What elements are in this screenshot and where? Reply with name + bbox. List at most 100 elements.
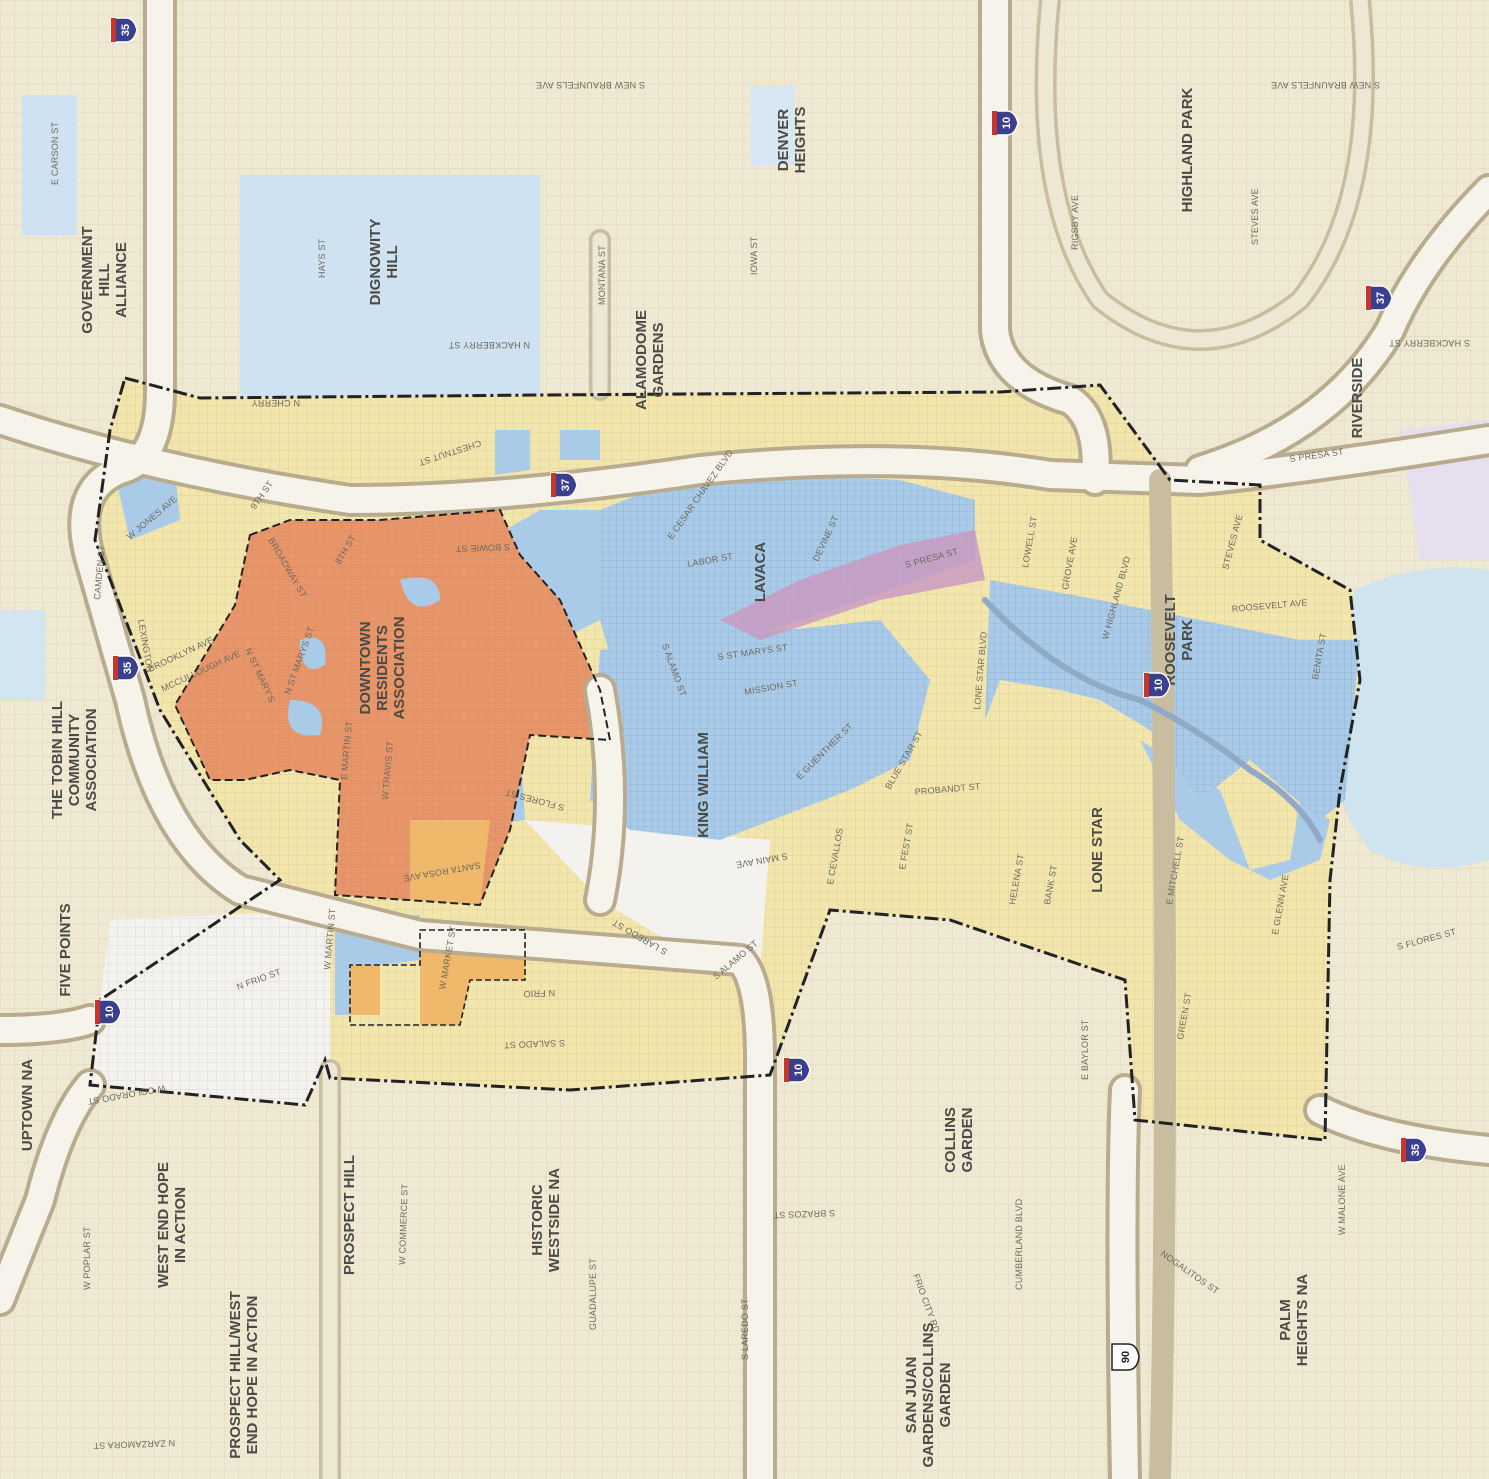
neighborhood-label: COLLINSGARDEN — [942, 1107, 976, 1173]
neighborhood-label: PROSPECT HILL/WESTEND HOPE IN ACTION — [227, 1291, 261, 1459]
svg-text:PALMHEIGHTS NA: PALMHEIGHTS NA — [1277, 1274, 1311, 1367]
neighborhood-label: RIVERSIDE — [1349, 358, 1366, 439]
neighborhood-label: ROOSEVELTPARK — [1162, 594, 1196, 685]
interstate-shield-icon: 35 — [110, 17, 138, 43]
svg-text:35: 35 — [120, 24, 132, 36]
svg-text:FIVE POINTS: FIVE POINTS — [57, 903, 74, 996]
street-label: N CHERRY — [252, 398, 300, 408]
interstate-shield-icon: 37 — [1365, 285, 1393, 311]
neighborhood-label: HISTORICWESTSIDE NA — [529, 1168, 563, 1272]
water-area — [1328, 567, 1489, 868]
light-orange-area — [350, 820, 525, 1025]
svg-text:WEST END HOPEIN ACTION: WEST END HOPEIN ACTION — [155, 1162, 189, 1288]
svg-text:37: 37 — [1375, 292, 1387, 304]
neighborhood-label: LONE STAR — [1089, 807, 1106, 893]
street-label: MONTANA ST — [597, 245, 607, 305]
downtown-grid — [175, 510, 610, 905]
neighborhood-label: LAVACA — [752, 542, 769, 602]
study-area-boundary — [88, 376, 1362, 1142]
svg-text:90: 90 — [1120, 1351, 1132, 1363]
street-label: S SALADO ST — [503, 1038, 565, 1050]
svg-text:COLLINSGARDEN: COLLINSGARDEN — [942, 1107, 976, 1173]
interstate-shield-icon: 10 — [1143, 672, 1171, 698]
svg-text:ROOSEVELTPARK: ROOSEVELTPARK — [1162, 594, 1196, 685]
us-route-shield-icon: 90 — [1111, 1343, 1140, 1371]
street-label: CUMBERLAND BLVD — [1014, 1198, 1024, 1290]
street-label: E BAYLOR ST — [1080, 1019, 1090, 1080]
neighborhood-label: FIVE POINTS — [57, 903, 74, 996]
street-label: W COMMERCE ST — [397, 1183, 410, 1265]
svg-text:35: 35 — [1410, 1144, 1422, 1156]
svg-text:DENVERHEIGHTS: DENVERHEIGHTS — [775, 107, 809, 174]
street-label: N FRIO — [523, 988, 555, 999]
street-label: S BOWIE ST — [455, 542, 510, 554]
street-label: E CARSON ST — [50, 121, 60, 185]
street-label: S BRAZOS ST — [773, 1208, 835, 1220]
neighborhood-label: WEST END HOPEIN ACTION — [155, 1162, 189, 1288]
west-white-grid — [90, 910, 330, 1105]
street-label: S HACKBERRY ST — [1389, 338, 1470, 348]
street-label: CAMDEN ST — [92, 544, 107, 600]
street-label: STEVES AVE — [1250, 188, 1260, 245]
svg-text:10: 10 — [793, 1064, 805, 1076]
street-label: W MALONE AVE — [1337, 1164, 1347, 1235]
market-boundary — [349, 929, 526, 1026]
neighborhood-label: DIGNOWITYHILL — [367, 219, 401, 306]
svg-text:10: 10 — [1001, 117, 1013, 129]
neighborhood-label: ALAMODOMEGARDENS — [633, 310, 667, 410]
svg-text:35: 35 — [122, 662, 134, 674]
svg-text:37: 37 — [560, 479, 572, 491]
street-label: IOWA ST — [749, 236, 759, 275]
svg-text:THE TOBIN HILLCOMMUNITYASSOCIA: THE TOBIN HILLCOMMUNITYASSOCIATION — [49, 701, 100, 819]
interstate-shield-icon: 10 — [94, 999, 122, 1025]
street-label: S NEW BRAUNFELS AVE — [1271, 80, 1380, 90]
svg-text:10: 10 — [1153, 679, 1165, 691]
neighborhood-label: SAN JUANGARDENS/COLLINSGARDEN — [903, 1322, 954, 1467]
svg-text:KING WILLIAM: KING WILLIAM — [695, 732, 712, 838]
neighborhood-labels: GOVERNMENTHILLALLIANCE DIGNOWITYHILL DEN… — [19, 87, 1366, 1467]
downtown-boundary — [173, 508, 612, 907]
interstate-shield-icon: 10 — [991, 110, 1019, 136]
street-label: N HACKBERRY ST — [448, 340, 530, 350]
svg-text:LAVACA: LAVACA — [752, 542, 769, 602]
interstate-shield-icon: 35 — [112, 655, 140, 681]
svg-text:ALAMODOMEGARDENS: ALAMODOMEGARDENS — [633, 310, 667, 410]
svg-text:SAN JUANGARDENS/COLLINSGARDEN: SAN JUANGARDENS/COLLINSGARDEN — [903, 1322, 954, 1467]
neighborhood-label: DENVERHEIGHTS — [775, 107, 809, 174]
neighborhood-label: THE TOBIN HILLCOMMUNITYASSOCIATION — [49, 701, 100, 819]
svg-text:RIVERSIDE: RIVERSIDE — [1349, 358, 1366, 439]
street-label: N ZARZAMORA ST — [93, 1438, 175, 1451]
interstate-shield-icon: 35 — [1400, 1137, 1428, 1163]
pink-corridor — [720, 530, 985, 640]
neighborhood-label: PALMHEIGHTS NA — [1277, 1274, 1311, 1367]
svg-text:10: 10 — [104, 1006, 116, 1018]
street-label: HAYS ST — [317, 238, 327, 278]
svg-text:PROSPECT HILL/WESTEND HOPE IN: PROSPECT HILL/WESTEND HOPE IN ACTION — [227, 1291, 261, 1459]
route-shields: 35 10 37 37 35 10 10 — [94, 17, 1428, 1371]
neighborhood-label: UPTOWN NA — [19, 1059, 36, 1151]
street-label: S NEW BRAUNFELS AVE — [536, 80, 645, 90]
svg-text:LONE STAR: LONE STAR — [1089, 807, 1106, 893]
street-label: RIGSBY AVE — [1070, 195, 1080, 250]
street-label: S LAREDO ST — [740, 1298, 750, 1360]
svg-text:HIGHLAND PARK: HIGHLAND PARK — [1179, 87, 1196, 212]
svg-text:DIGNOWITYHILL: DIGNOWITYHILL — [367, 219, 401, 306]
svg-text:HISTORICWESTSIDE NA: HISTORICWESTSIDE NA — [529, 1168, 563, 1272]
svg-text:PROSPECT HILL: PROSPECT HILL — [341, 1155, 358, 1275]
central-white-area — [525, 820, 770, 970]
street-label: W POPLAR ST — [82, 1226, 92, 1290]
neighborhood-label: PROSPECT HILL — [341, 1155, 358, 1275]
interstate-shield-icon: 37 — [550, 472, 578, 498]
street-label: GUADALUPE ST — [588, 1258, 598, 1330]
svg-text:GOVERNMENTHILLALLIANCE: GOVERNMENTHILLALLIANCE — [79, 226, 130, 334]
svg-text:DOWNTOWNRESIDENTSASSOCIATION: DOWNTOWNRESIDENTSASSOCIATION — [357, 616, 408, 719]
neighborhood-label: HIGHLAND PARK — [1179, 87, 1196, 212]
interstate-shield-icon: 10 — [783, 1057, 811, 1083]
neighborhood-label: GOVERNMENTHILLALLIANCE — [79, 226, 130, 334]
neighborhood-label: KING WILLIAM — [695, 732, 712, 838]
svg-text:UPTOWN NA: UPTOWN NA — [19, 1059, 36, 1151]
neighborhood-label: DOWNTOWNRESIDENTSASSOCIATION — [357, 616, 408, 719]
outer-blue-areas — [0, 85, 795, 700]
